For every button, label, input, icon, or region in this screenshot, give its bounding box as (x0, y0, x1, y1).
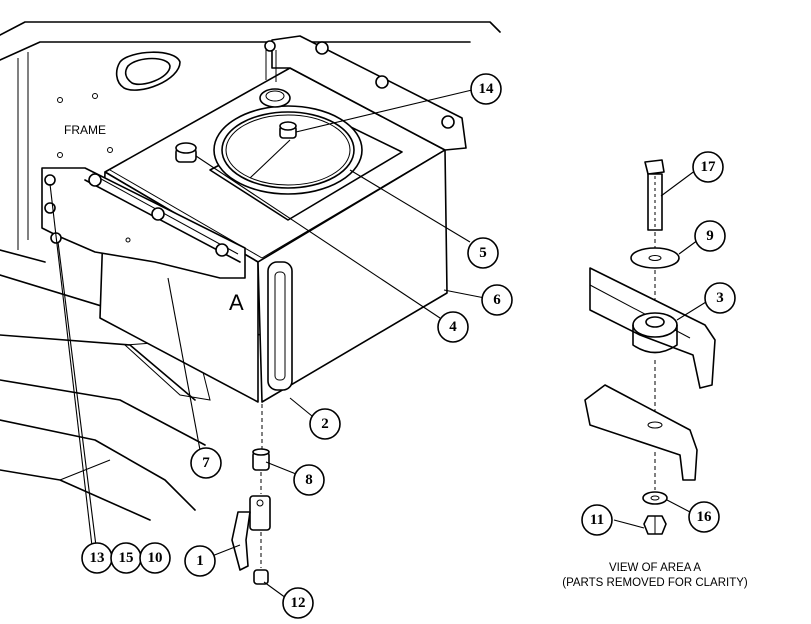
svg-text:15: 15 (119, 550, 134, 566)
svg-text:13: 13 (90, 550, 105, 566)
isolator (632, 312, 678, 354)
callout-7: 7 (190, 447, 222, 479)
callout-16: 16 (688, 501, 720, 533)
filler-cap (279, 121, 297, 139)
callout-9: 9 (694, 220, 726, 252)
callout-8: 8 (293, 464, 325, 496)
svg-text:14: 14 (479, 81, 495, 97)
svg-text:17: 17 (701, 159, 717, 175)
view-note: (PARTS REMOVED FOR CLARITY) (562, 577, 748, 589)
svg-text:10: 10 (148, 550, 163, 566)
svg-text:2: 2 (321, 416, 329, 432)
nut (643, 515, 667, 535)
callout-1: 1 (184, 545, 216, 577)
callout-5: 5 (467, 237, 499, 269)
view-title: VIEW OF AREA A (609, 562, 701, 574)
detail-view (584, 159, 716, 535)
drain-plug (253, 569, 269, 585)
callout-13: 13 (81, 542, 113, 574)
svg-text:7: 7 (202, 455, 210, 471)
drain-assembly (231, 404, 271, 585)
support-bracket (41, 167, 246, 279)
bolt (644, 159, 665, 231)
callout-14: 14 (470, 73, 502, 105)
svg-text:1: 1 (196, 553, 204, 569)
svg-text:12: 12 (291, 595, 306, 611)
svg-text:5: 5 (479, 245, 487, 261)
callout-2: 2 (309, 408, 341, 440)
svg-text:8: 8 (305, 472, 313, 488)
callout-11: 11 (581, 504, 613, 536)
svg-text:9: 9 (706, 228, 714, 244)
lock-washer (642, 491, 668, 505)
sight-gauge (267, 261, 293, 391)
svg-text:3: 3 (716, 290, 724, 306)
filler-ring (213, 105, 363, 195)
svg-text:6: 6 (493, 292, 501, 308)
drain-fitting (252, 448, 270, 471)
leader-lines (49, 89, 707, 599)
callout-10: 10 (139, 542, 171, 574)
svg-text:16: 16 (697, 509, 713, 525)
breather-cap (175, 142, 197, 163)
area-a-marker: A (229, 290, 244, 315)
callout-4: 4 (437, 311, 469, 343)
callout-17: 17 (692, 151, 724, 183)
callout-6: 6 (481, 284, 513, 316)
callout-3: 3 (704, 282, 736, 314)
frame-label: FRAME (64, 123, 106, 137)
callout-12: 12 (282, 587, 314, 619)
washer (630, 247, 680, 269)
svg-text:11: 11 (590, 512, 604, 528)
drain-valve (231, 495, 271, 571)
svg-text:4: 4 (449, 319, 457, 335)
callout-15: 15 (110, 542, 142, 574)
